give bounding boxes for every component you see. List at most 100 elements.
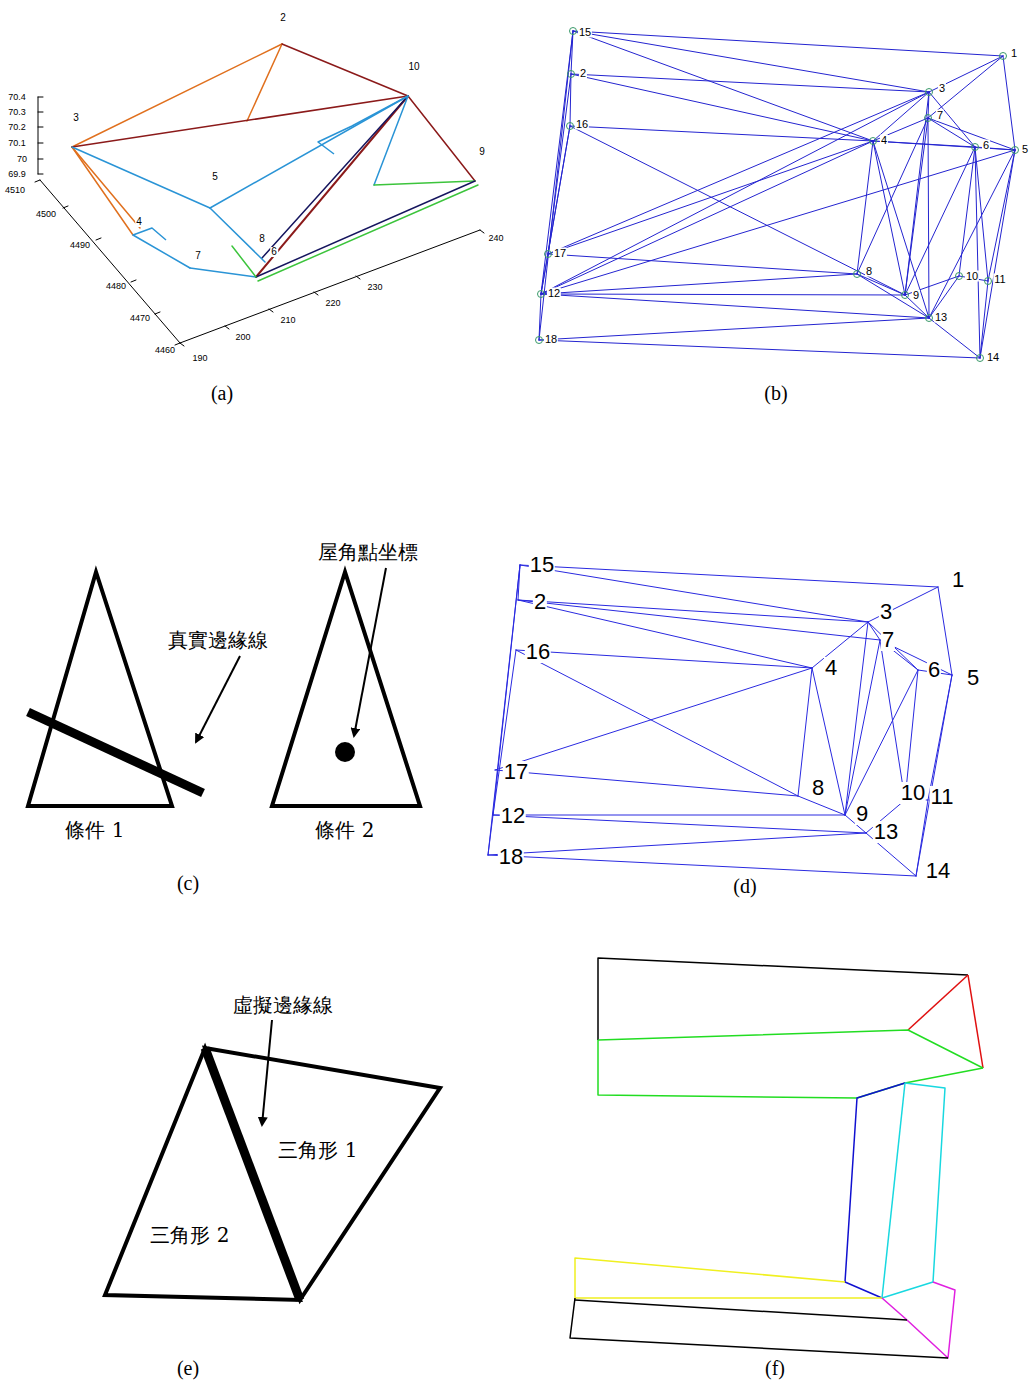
mesh-edge	[493, 815, 866, 833]
point-number: 17	[553, 248, 567, 259]
mesh-edge	[548, 141, 873, 254]
triangle-label: 條件 1	[65, 819, 124, 841]
triangle-label: 三角形 2	[150, 1224, 229, 1246]
roof-edge	[256, 96, 408, 277]
mesh-edge	[548, 92, 929, 254]
corner-point	[972, 144, 979, 151]
mesh-edge	[573, 31, 1003, 56]
corner-point	[925, 115, 932, 122]
roof-face	[598, 1040, 857, 1098]
generated-lines	[35, 28, 1019, 1359]
mesh-edge	[488, 855, 916, 876]
roof-face	[882, 1282, 955, 1358]
roof-edge	[72, 147, 210, 208]
point-number: 18	[544, 334, 558, 345]
corner-point	[568, 71, 575, 78]
point-number: 10	[900, 782, 926, 804]
mesh-edge	[980, 150, 1015, 358]
roof-edge	[210, 96, 408, 208]
axis-tick	[38, 97, 43, 98]
mesh-edge	[541, 294, 905, 295]
point-number: 13	[934, 312, 948, 323]
point-number: 12	[547, 288, 561, 299]
roof-face	[598, 1030, 983, 1068]
point-number: 2	[279, 13, 287, 23]
roof-edge	[318, 96, 408, 154]
mesh-edge	[857, 274, 905, 295]
roof-edge	[374, 181, 475, 185]
mesh-edge	[571, 74, 873, 141]
mesh-edge	[541, 92, 929, 294]
roof-edge	[262, 96, 408, 258]
roof-edge	[72, 147, 140, 228]
mesh-edge	[988, 150, 1015, 281]
corner-point	[902, 292, 909, 299]
point-number: 9	[478, 147, 486, 157]
roof-face	[598, 958, 968, 1040]
point-number: 8	[865, 266, 873, 277]
point-number: 6	[270, 247, 278, 257]
axis-tick	[35, 180, 40, 182]
point-number: 3	[879, 601, 893, 623]
triangle-outline	[265, 568, 425, 853]
triangle-shape: 條件 2	[265, 568, 425, 853]
axis-value: 4490	[70, 241, 90, 250]
triangle-outline	[20, 568, 180, 853]
point-number: 8	[811, 777, 825, 799]
callout-text: 真實邊緣線	[168, 630, 268, 650]
axis-tick	[63, 206, 68, 208]
mesh-edge	[857, 141, 873, 274]
mesh-edge	[880, 640, 905, 800]
mesh-edge	[548, 254, 857, 274]
axis-tick	[175, 343, 180, 345]
axis-tick	[155, 312, 160, 314]
point-number: 16	[525, 641, 551, 663]
axis-tick	[38, 112, 43, 113]
triangle-outline	[28, 572, 172, 806]
mesh-edge	[873, 141, 905, 295]
triangle-shape: 三角形 1	[200, 1043, 450, 1305]
roof-edge	[258, 185, 478, 281]
roof-edge	[133, 235, 190, 268]
mesh-edge	[812, 622, 868, 668]
roof-face	[882, 1083, 905, 1298]
axis-value: 70.4	[8, 93, 26, 102]
axis-value: 4500	[36, 210, 56, 219]
real-edge-line	[28, 712, 203, 793]
axis-value: 200	[235, 333, 250, 342]
mesh-edge	[539, 318, 929, 340]
mesh-edge	[873, 141, 929, 318]
mesh-edge	[541, 126, 570, 294]
roof-face	[570, 1298, 948, 1358]
mesh-edge	[905, 92, 929, 295]
mesh-edge	[493, 650, 516, 815]
point-number: 7	[194, 251, 202, 261]
point-number: 16	[575, 119, 589, 130]
roof-face	[968, 975, 983, 1068]
mesh-edge	[868, 587, 938, 622]
corner-point	[545, 251, 552, 258]
point-number: 4	[135, 217, 143, 227]
point-number: 13	[873, 821, 899, 843]
point-number: 14	[986, 352, 1000, 363]
leader-arrow	[196, 656, 240, 742]
point-number: 18	[498, 846, 524, 868]
roof-edge	[232, 246, 256, 277]
axis-tick	[314, 292, 318, 295]
axis-value: 69.9	[8, 170, 26, 179]
callout-text: 虛擬邊緣線	[233, 995, 333, 1015]
corner-point	[926, 315, 933, 322]
axis-value: 4460	[155, 346, 175, 355]
mesh-edge	[570, 126, 873, 141]
roof-face	[882, 1083, 945, 1298]
axis-value: 4470	[130, 314, 150, 323]
axis-value: 70.3	[8, 108, 26, 117]
mesh-edge	[928, 118, 929, 318]
roof-face	[908, 975, 968, 1030]
callout-text: 屋角點坐標	[318, 542, 418, 562]
point-number: 4	[880, 135, 888, 146]
mesh-edge	[573, 31, 873, 141]
axis-value: 4510	[5, 186, 25, 195]
point-number: 2	[533, 591, 547, 613]
axis-value: 4480	[106, 282, 126, 291]
